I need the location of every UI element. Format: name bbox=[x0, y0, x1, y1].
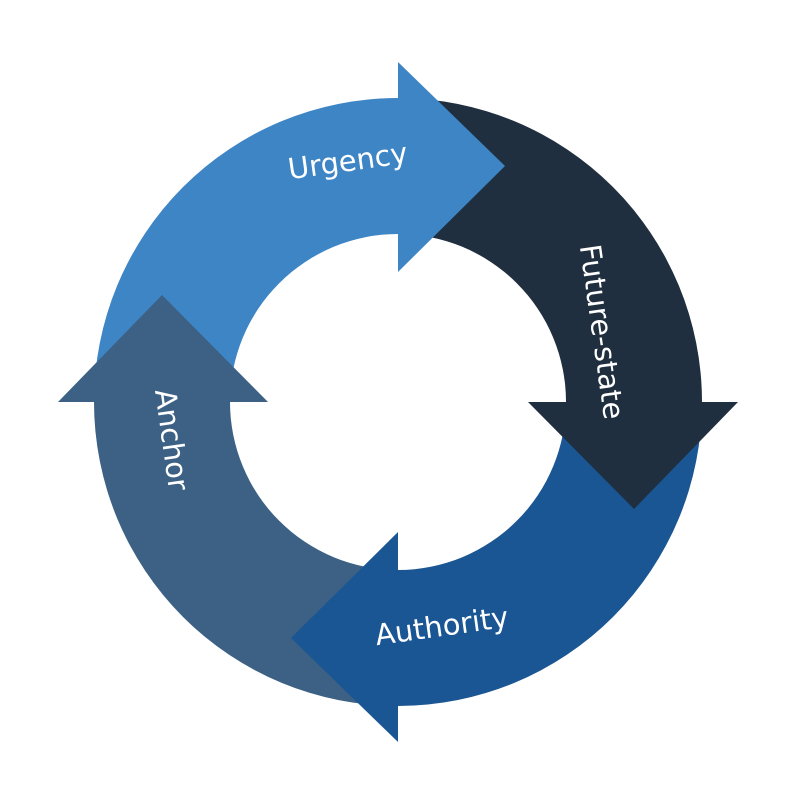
anchor-arrow-head bbox=[58, 295, 268, 402]
authority-arrow-head bbox=[291, 532, 398, 742]
future-state-arrow-head bbox=[528, 402, 738, 509]
urgency-arrow-head bbox=[398, 62, 505, 272]
arrow-heads bbox=[58, 62, 738, 742]
